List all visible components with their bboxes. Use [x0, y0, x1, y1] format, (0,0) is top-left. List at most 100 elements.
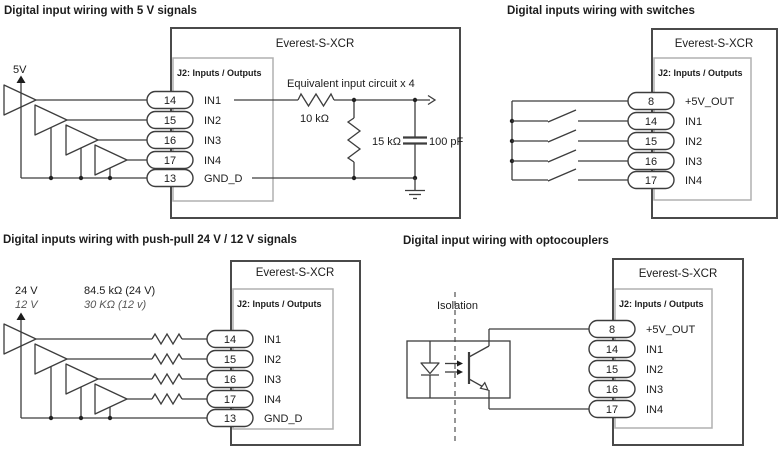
device-name: Everest-S-XCR [675, 38, 754, 50]
signal-arrow-icon [427, 94, 437, 106]
series-resistor-symbol [151, 372, 183, 386]
switch-symbol [512, 129, 628, 143]
svg-text:IN3: IN3 [204, 135, 221, 147]
connector-box [614, 288, 713, 429]
phototransistor-symbol [467, 329, 490, 409]
equivalent-input-circuit: Equivalent input circuit x 4 10 kΩ 15 kΩ… [234, 78, 464, 200]
led-symbol [420, 341, 440, 398]
connector-box [172, 57, 274, 202]
svg-text:IN3: IN3 [685, 156, 702, 168]
photon-arrow-icon [445, 369, 463, 375]
svg-text:15: 15 [164, 115, 176, 127]
supply-label-12v: 12 V [15, 299, 39, 311]
pin-row: 16 IN3 [146, 130, 221, 150]
supply-label: 5V [13, 64, 27, 76]
series-resistor-value: 10 kΩ [300, 113, 329, 125]
svg-text:GND_D: GND_D [264, 413, 303, 425]
svg-text:IN3: IN3 [264, 374, 281, 386]
svg-text:16: 16 [224, 374, 236, 386]
panel-optocouplers: Digital input wiring with optocouplers E… [403, 235, 744, 446]
svg-text:8: 8 [648, 96, 654, 108]
svg-text:14: 14 [606, 344, 618, 356]
buffer-symbol [65, 363, 99, 395]
connector-label: J2: Inputs / Outputs [177, 68, 262, 78]
svg-text:IN2: IN2 [264, 354, 281, 366]
pin-row: 17 IN4 [146, 150, 221, 170]
panel-switches: Digital inputs wiring with switches Ever… [507, 5, 778, 219]
photon-arrow-icon [445, 360, 463, 367]
svg-text:8: 8 [609, 324, 615, 336]
device-name: Everest-S-XCR [256, 267, 335, 279]
pin-row: 16 IN3 [206, 369, 281, 389]
pin-row: 17 IN4 [588, 399, 663, 419]
buffer-array [3, 312, 207, 421]
pin-row: 13 GND_D [206, 408, 303, 428]
svg-text:15: 15 [606, 364, 618, 376]
svg-text:IN2: IN2 [204, 115, 221, 127]
svg-text:+5V_OUT: +5V_OUT [646, 324, 695, 336]
shunt-resistor-symbol [346, 117, 362, 163]
supply-label-24v: 24 V [15, 285, 38, 297]
capacitor-symbol [403, 100, 427, 178]
pin-row: 8 +5V_OUT [627, 91, 734, 111]
panel-title: Digital input wiring with optocouplers [403, 235, 609, 247]
pin-row: 15 IN2 [206, 349, 281, 369]
svg-text:IN1: IN1 [685, 116, 702, 128]
panel-title: Digital input wiring with 5 V signals [4, 5, 197, 17]
svg-text:17: 17 [645, 175, 657, 187]
pin-row: 16 IN3 [588, 379, 663, 399]
svg-text:IN4: IN4 [204, 155, 221, 167]
switch-symbol [512, 149, 628, 163]
optocoupler-symbol [406, 329, 511, 409]
svg-text:16: 16 [606, 384, 618, 396]
panel-title: Digital inputs wiring with push-pull 24 … [3, 234, 297, 246]
svg-text:17: 17 [606, 404, 618, 416]
pin-row: 15 IN2 [146, 110, 221, 130]
buffer-symbol [3, 84, 37, 116]
pin-row: 14 IN1 [206, 329, 281, 349]
pin-row: 17 IN4 [627, 170, 702, 190]
svg-text:IN4: IN4 [264, 394, 281, 406]
svg-text:GND_D: GND_D [204, 173, 243, 185]
pin-row: 14 IN1 [627, 111, 702, 131]
panel-title: Digital inputs wiring with switches [507, 5, 695, 17]
pin-row: 14 IN1 [588, 339, 663, 359]
svg-text:+5V_OUT: +5V_OUT [685, 96, 734, 108]
svg-text:15: 15 [224, 354, 236, 366]
buffer-symbol [94, 144, 128, 176]
switch-symbol [512, 109, 628, 123]
buffer-symbol [94, 383, 128, 415]
pin-row: 15 IN2 [588, 359, 663, 379]
panel-pushpull: Digital inputs wiring with push-pull 24 … [3, 234, 361, 446]
supply-arrow-icon [16, 312, 26, 320]
svg-text:14: 14 [645, 116, 657, 128]
equiv-circuit-heading: Equivalent input circuit x 4 [287, 78, 415, 90]
capacitor-value: 100 pF [429, 136, 464, 148]
svg-text:17: 17 [164, 155, 176, 167]
emitter-arrow-icon [479, 381, 490, 391]
series-resistor-symbol [151, 352, 183, 366]
device-name: Everest-S-XCR [276, 38, 355, 50]
resistor-note-12v: 30 KΩ (12 v) [84, 299, 147, 311]
pin-row: 13 GND_D [146, 168, 243, 188]
pin-row: 16 IN3 [627, 151, 702, 171]
pin-row: 15 IN2 [627, 131, 702, 151]
supply-arrow-icon [16, 75, 26, 83]
svg-text:IN2: IN2 [685, 136, 702, 148]
svg-text:14: 14 [164, 95, 176, 107]
svg-text:17: 17 [224, 394, 236, 406]
svg-text:IN2: IN2 [646, 364, 663, 376]
svg-text:IN1: IN1 [264, 334, 281, 346]
connector-label: J2: Inputs / Outputs [237, 299, 322, 309]
series-resistor-symbol [151, 332, 183, 346]
wires [20, 83, 147, 179]
svg-text:IN4: IN4 [646, 404, 663, 416]
svg-text:16: 16 [645, 156, 657, 168]
svg-text:IN1: IN1 [204, 95, 221, 107]
svg-text:IN4: IN4 [685, 175, 702, 187]
pin-row: 14 IN1 [146, 90, 221, 110]
connector-label: J2: Inputs / Outputs [658, 68, 743, 78]
switch-array [509, 100, 628, 182]
svg-text:IN1: IN1 [646, 344, 663, 356]
